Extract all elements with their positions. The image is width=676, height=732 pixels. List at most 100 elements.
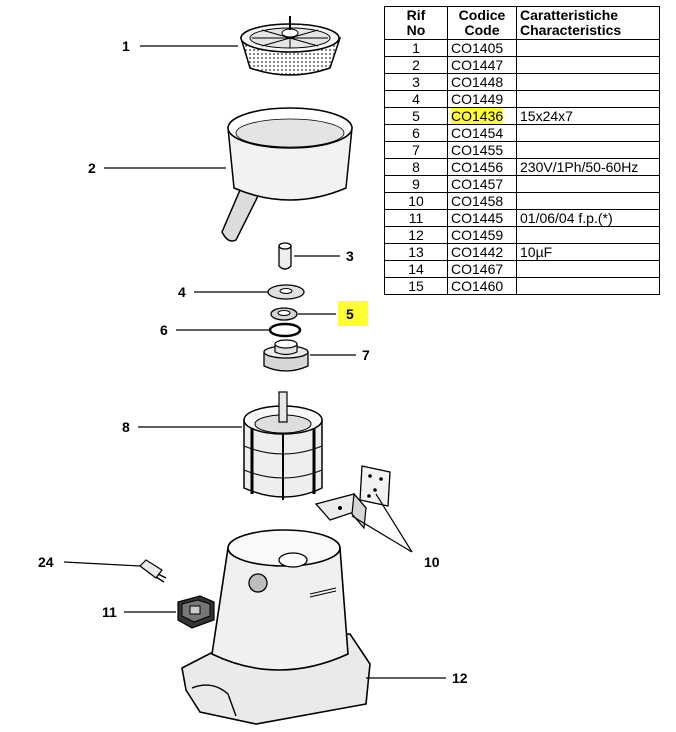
cell-code: CO1455 [447,141,517,159]
part-8-motor [243,391,323,500]
cell-rif: 14 [384,260,448,278]
cell-char [516,226,660,244]
callout-6: 6 [160,322,168,338]
cell-rif: 5 [384,107,448,125]
cell-char: 230V/1Ph/50-60Hz [516,158,660,176]
cell-char [516,277,660,295]
callout-1: 1 [122,38,130,54]
header-rif-line1: Rif [406,7,426,23]
callout-5: 5 [346,306,354,322]
part-3-pin [278,242,292,270]
callout-5-highlight [338,301,368,326]
cell-char [516,175,660,193]
header-code-line2: Code [464,22,500,38]
cell-rif: 8 [384,158,448,176]
cell-rif: 3 [384,73,448,91]
cell-rif: 10 [384,192,448,210]
cell-code: CO1459 [447,226,517,244]
callout-3: 3 [346,248,354,264]
header-code-line1: Codice [458,7,506,23]
cell-char [516,192,660,210]
cell-code: CO1447 [447,56,517,74]
cell-rif: 9 [384,175,448,193]
cell-code: CO1405 [447,39,517,57]
cell-char [516,124,660,142]
callout-7: 7 [362,347,370,363]
cell-rif: 11 [384,209,448,227]
cell-rif: 7 [384,141,448,159]
cell-rif: 4 [384,90,448,108]
cell-char [516,90,660,108]
part-7-bushing [263,339,309,372]
cell-char: 01/06/04 f.p.(*) [516,209,660,227]
cell-code: CO1456 [447,158,517,176]
cell-char [516,260,660,278]
cell-char: 15x24x7 [516,107,660,125]
cell-char [516,56,660,74]
callout-8: 8 [122,419,130,435]
header-char-line2: Characteristics [520,22,622,38]
cell-char [516,39,660,57]
cell-char: 10µF [516,243,660,261]
leader-line-24 [63,561,141,567]
cell-rif: 1 [384,39,448,57]
header-rif-line2: No [406,22,426,38]
part-2-bowl [221,107,353,242]
cell-code: CO1460 [447,277,517,295]
callout-12: 12 [452,670,468,686]
leader-line-10b [351,515,413,553]
cell-rif: 2 [384,56,448,74]
part-6-o-ring [268,322,302,338]
header-char-line1: Caratteristiche [520,7,619,23]
cell-code: CO1445 [447,209,517,227]
callout-24: 24 [38,554,54,570]
cell-rif: 15 [384,277,448,295]
part-24-capacitor [139,559,167,583]
parts-table: Rif No Codice Code Caratteristiche Chara… [384,6,660,295]
cell-rif: 13 [384,243,448,261]
cell-char [516,73,660,91]
cell-char [516,141,660,159]
leader-line-10a [375,493,413,553]
cell-code: CO1448 [447,73,517,91]
part-5-seal [270,307,298,321]
part-12-base [181,529,371,725]
part-4-washer [267,284,305,300]
cell-code: CO1457 [447,175,517,193]
cell-code: CO1458 [447,192,517,210]
callout-2: 2 [88,160,96,176]
callout-4: 4 [178,284,186,300]
callout-11: 11 [102,604,117,620]
cell-rif: 12 [384,226,448,244]
cell-rif: 6 [384,124,448,142]
highlighted-code: CO1436 [451,108,504,124]
cell-code: CO1449 [447,90,517,108]
cell-code: CO1442 [447,243,517,261]
part-11-switch [177,595,215,629]
part-10-brackets [314,465,391,530]
cell-code: CO1454 [447,124,517,142]
table-header-row: Rif No Codice Code Caratteristiche Chara… [384,6,660,40]
cell-code: CO1467 [447,260,517,278]
header-characteristics: Caratteristiche Characteristics [516,6,660,40]
part-1-filter-basket [239,16,342,76]
header-code: Codice Code [447,6,517,40]
cell-code: CO1436 [447,107,517,125]
callout-10: 10 [424,554,440,570]
